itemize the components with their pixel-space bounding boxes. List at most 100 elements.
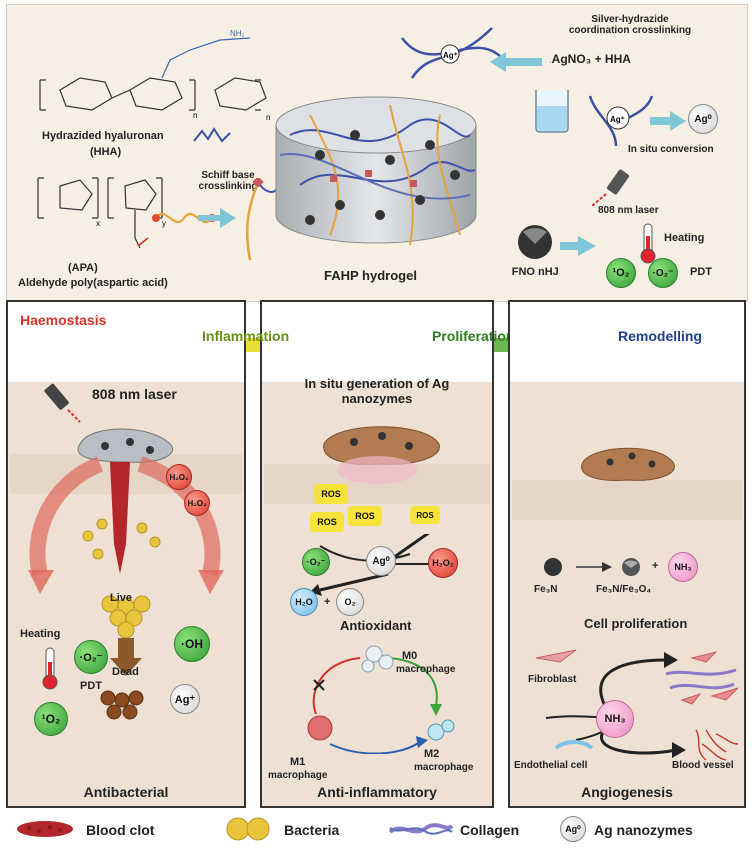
dead-label: Dead <box>112 666 139 678</box>
nanozyme-heading: In situ generation of Ag nanozymes <box>304 376 450 406</box>
m0-label: M0 <box>402 650 418 662</box>
antioxidant-label: Antioxidant <box>340 618 412 633</box>
thermometer-icon-2 <box>42 647 58 690</box>
ros-burst-3: ROS <box>310 512 344 532</box>
stage-proliferation: Proliferation <box>432 328 515 344</box>
fe3n-label: Fe₃N <box>534 584 558 595</box>
singlet-oxygen-icon-2: ¹O₂ <box>34 702 68 736</box>
subscript-y: y <box>162 219 166 228</box>
laser-pen-icon-2 <box>44 383 81 423</box>
ros-burst-1: ROS <box>314 484 348 504</box>
h2o2-bubble-1: H₂O₂ <box>166 464 192 490</box>
subscript-n: n <box>193 111 197 120</box>
blood-vessel-label: Blood vessel <box>672 760 734 771</box>
beaker-icon <box>535 90 569 133</box>
blood-clot-icon <box>17 821 73 837</box>
ag-nanozyme-icon: Ag⁰ <box>560 816 586 842</box>
hha-chain-icon <box>193 127 231 143</box>
hydrogel-label: FAHP hydrogel <box>324 268 417 283</box>
ag-zero-icon: Ag⁰ <box>688 104 718 134</box>
collagen-icon <box>388 823 454 835</box>
ros-burst-4: ROS <box>410 506 440 524</box>
thermometer-icon <box>640 223 656 264</box>
ag-plus-icon: Ag⁺ <box>170 684 200 714</box>
pdt-label: PDT <box>690 266 712 278</box>
nh3-icon: NH₃ <box>668 552 698 582</box>
oxygen-icon: O₂ <box>336 588 364 616</box>
fno-nanoparticle-icon <box>518 225 552 259</box>
arrow-to-crosslink-icon <box>198 208 236 228</box>
nh2-group: NH₂ <box>230 29 245 38</box>
m1-sub-label: macrophage <box>268 770 328 781</box>
m1-label: M1 <box>290 756 306 768</box>
apa-abbr: (APA) <box>68 262 98 274</box>
ros-burst-2: ROS <box>348 506 382 526</box>
fe3o4-particle-icon <box>622 558 640 576</box>
cell-proliferation-label: Cell proliferation <box>584 616 688 631</box>
panel3-plus: + <box>652 560 659 572</box>
legend-collagen: Collagen <box>460 822 520 838</box>
heating-label: Heating <box>664 232 705 244</box>
hydroxyl-radical-icon: ·OH <box>174 626 210 662</box>
wound-healed-illustration <box>512 447 742 520</box>
arrow-fe3n-icon <box>576 562 612 572</box>
silver-crosslink-label: Silver-hydrazide coordination crosslinki… <box>568 14 692 36</box>
singlet-oxygen-icon: ¹O₂ <box>606 258 636 288</box>
in-situ-conversion-label: In situ conversion <box>628 144 714 155</box>
anti-inflammatory-title: Anti-inflammatory <box>317 784 437 800</box>
hha-structure-icon: n m NH₂ <box>39 29 270 122</box>
m2-label: M2 <box>424 748 440 760</box>
arrow-to-ros-icon <box>560 236 596 256</box>
silver-network-icon: Ag⁺ <box>401 27 503 79</box>
apa-label: Aldehyde poly(aspartic acid) <box>18 277 168 289</box>
stage-inflammation: Inflammation <box>202 328 290 344</box>
subscript-m: m <box>266 113 270 122</box>
m0-sub-label: macrophage <box>396 664 456 675</box>
hydrogel-cylinder-icon <box>275 96 477 246</box>
stage-remodelling: Remodelling <box>618 328 703 344</box>
h2o2-bubble-2: H₂O₂ <box>184 490 210 516</box>
superoxide-icon-2: ·O₂⁻ <box>74 640 108 674</box>
macrophage-cycle <box>307 645 455 754</box>
antibacterial-title: Antibacterial <box>83 784 169 800</box>
hha-abbr: (HHA) <box>90 146 122 158</box>
crosslinked-chain-icon <box>245 178 277 261</box>
panel1-heating-label: Heating <box>20 628 61 640</box>
ag-coordination-icon: Ag⁺ <box>588 95 654 147</box>
panel1-pdt-label: PDT <box>80 680 102 692</box>
legend-ag-nanozymes: Ag nanozymes <box>594 822 693 838</box>
hha-label: Hydrazided hyaluronan <box>42 130 164 142</box>
angiogenesis-title: Angiogenesis <box>581 784 673 800</box>
fe3n-particle-icon <box>544 558 562 576</box>
fibroblast-label: Fibroblast <box>528 674 577 685</box>
panel1-laser-label: 808 nm laser <box>92 386 177 402</box>
plus-sign: + <box>324 596 331 608</box>
superoxide-icon-3: ·O₂⁻ <box>302 548 330 576</box>
legend-blood-clot: Blood clot <box>86 822 155 838</box>
superoxide-icon: ·O₂⁻ <box>648 258 678 288</box>
live-label: Live <box>110 592 133 604</box>
wound-ros-illustration <box>264 426 490 504</box>
angiogenesis-illustration <box>535 649 739 761</box>
schiff-base-label: Schiff base crosslinking <box>198 170 258 192</box>
fno-label: FFNO nHJ <box>510 266 559 278</box>
arrow-right-conversion-icon <box>650 111 686 131</box>
arrow-left-icon <box>490 52 542 72</box>
ag-zero-center-icon: Ag⁰ <box>366 546 396 576</box>
h2o2-icon: H₂O₂ <box>428 548 458 578</box>
apa-structure-icon: x y <box>37 177 166 249</box>
fe3n-fe3o4-label: Fe₃N/Fe₃O₄ <box>596 584 652 595</box>
subscript-x: x <box>96 219 100 228</box>
legend-bacteria: Bacteria <box>284 822 340 838</box>
agno3-hha-label: AAgNO₃ + HHA <box>550 52 631 66</box>
m2-sub-label: macrophage <box>414 762 474 773</box>
laser-pen-icon <box>591 169 630 207</box>
water-icon: H₂O <box>290 588 318 616</box>
endothelial-label: Endothelial cell <box>514 760 588 771</box>
stage-haemostasis: Haemostasis <box>20 312 107 328</box>
ag-plus-ion: Ag⁺ <box>610 115 625 124</box>
nh3-center-icon: NH₃ <box>596 700 634 738</box>
ag-plus-node: Ag⁺ <box>443 51 458 60</box>
bacteria-icon <box>226 817 270 841</box>
laser-label: 808 nm laser <box>598 205 659 216</box>
